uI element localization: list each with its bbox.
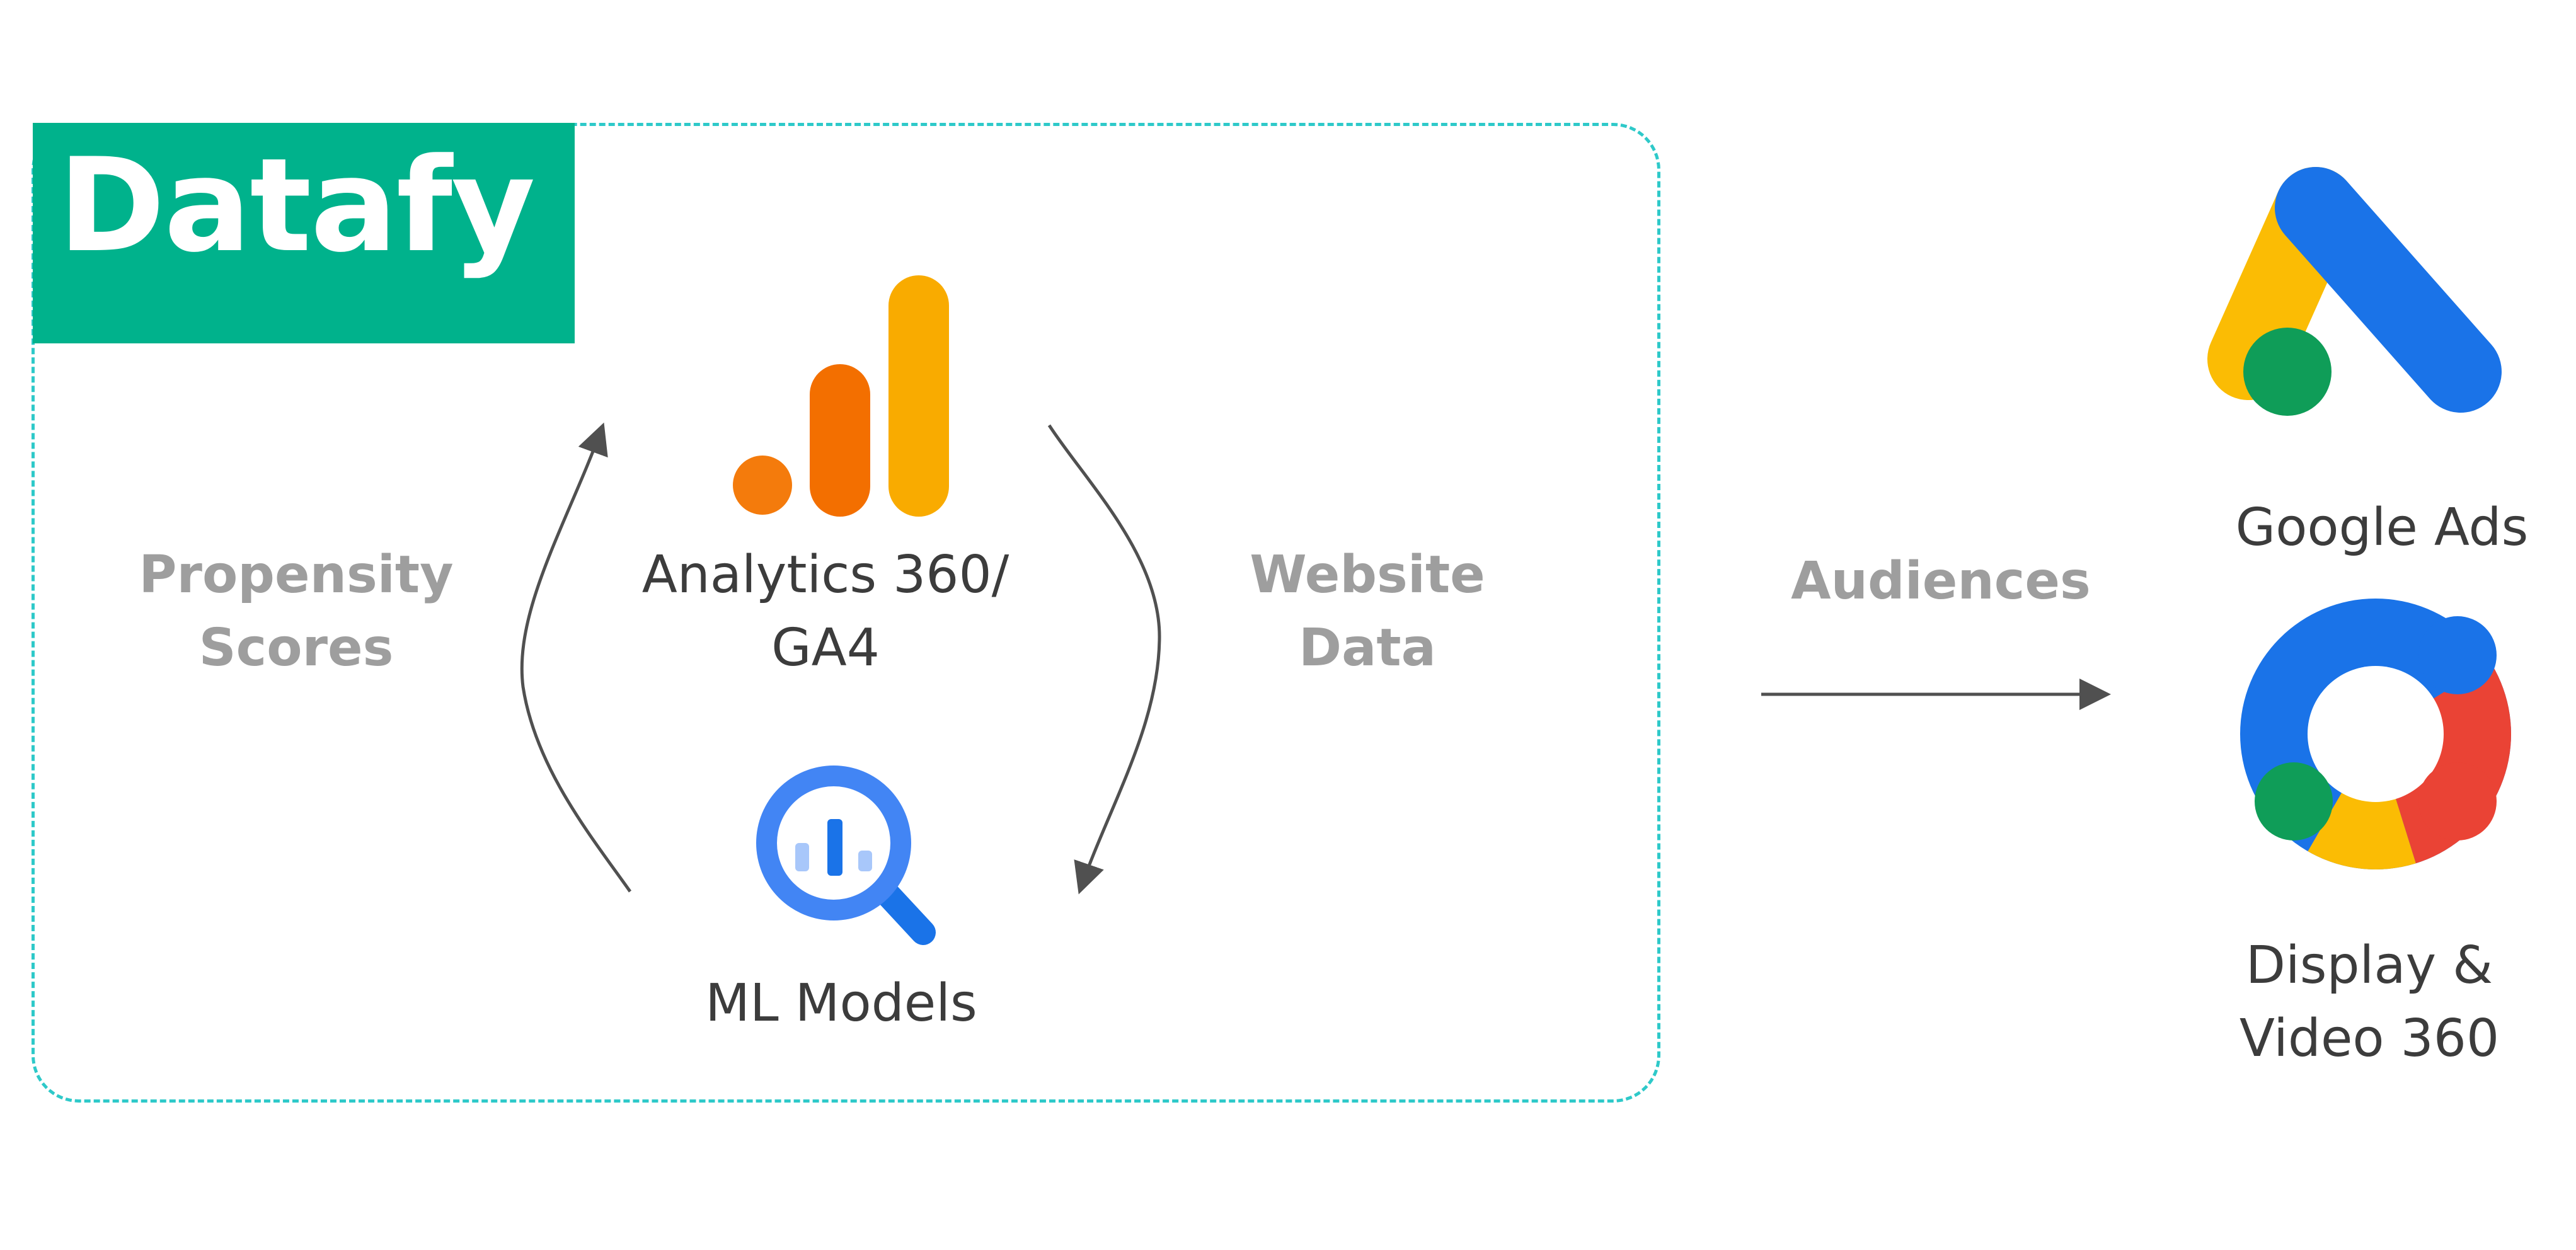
google-analytics-icon — [733, 275, 949, 517]
datafy-container — [32, 123, 1660, 1103]
website-data-arrow — [1047, 424, 1161, 895]
website-data-label: Website Data — [1250, 545, 1485, 678]
brand-name: Datafy — [58, 131, 536, 281]
dv360-green-dot — [2255, 762, 2333, 840]
propensity-scores-label: Propensity Scores — [139, 545, 454, 678]
dv360-blue-dot — [2418, 616, 2497, 694]
bigquery-icon — [756, 765, 936, 945]
analytics-label: Analytics 360/ GA4 — [641, 545, 1009, 678]
dv360-label: Display & Video 360 — [2239, 936, 2500, 1069]
ml-models-label: ML Models — [705, 973, 977, 1033]
propensity-arrow — [520, 422, 632, 893]
dv360-red-dot — [2418, 762, 2497, 840]
brand-logo: Datafy — [33, 123, 575, 343]
google-ads-label: Google Ads — [2235, 498, 2529, 558]
google-ads-icon — [2207, 167, 2502, 416]
audiences-label: Audiences — [1791, 551, 2091, 611]
